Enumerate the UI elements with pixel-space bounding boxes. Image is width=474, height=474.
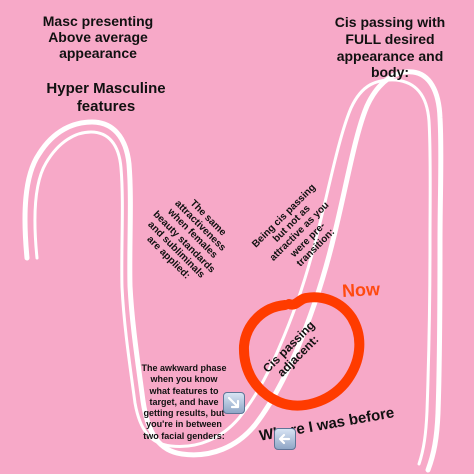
hyper-masculine-label: Hyper Masculine features <box>46 80 166 115</box>
left-arrow-glyph <box>278 433 291 445</box>
cis-passing-full-label: Cis passing with FULL desired appearance… <box>334 14 446 81</box>
awkward-phase-label: The awkward phase when you know what fea… <box>141 363 227 441</box>
white-path-outline <box>22 69 444 473</box>
now-label: Now <box>341 279 381 301</box>
white-path-inner <box>33 78 432 466</box>
down-right-arrow-icon <box>223 392 245 414</box>
masc-presenting-label: Masc presenting Above average appearance <box>42 13 154 62</box>
position-circle <box>238 292 365 411</box>
left-arrow-icon <box>274 428 296 450</box>
down-right-arrow-glyph <box>227 396 240 409</box>
